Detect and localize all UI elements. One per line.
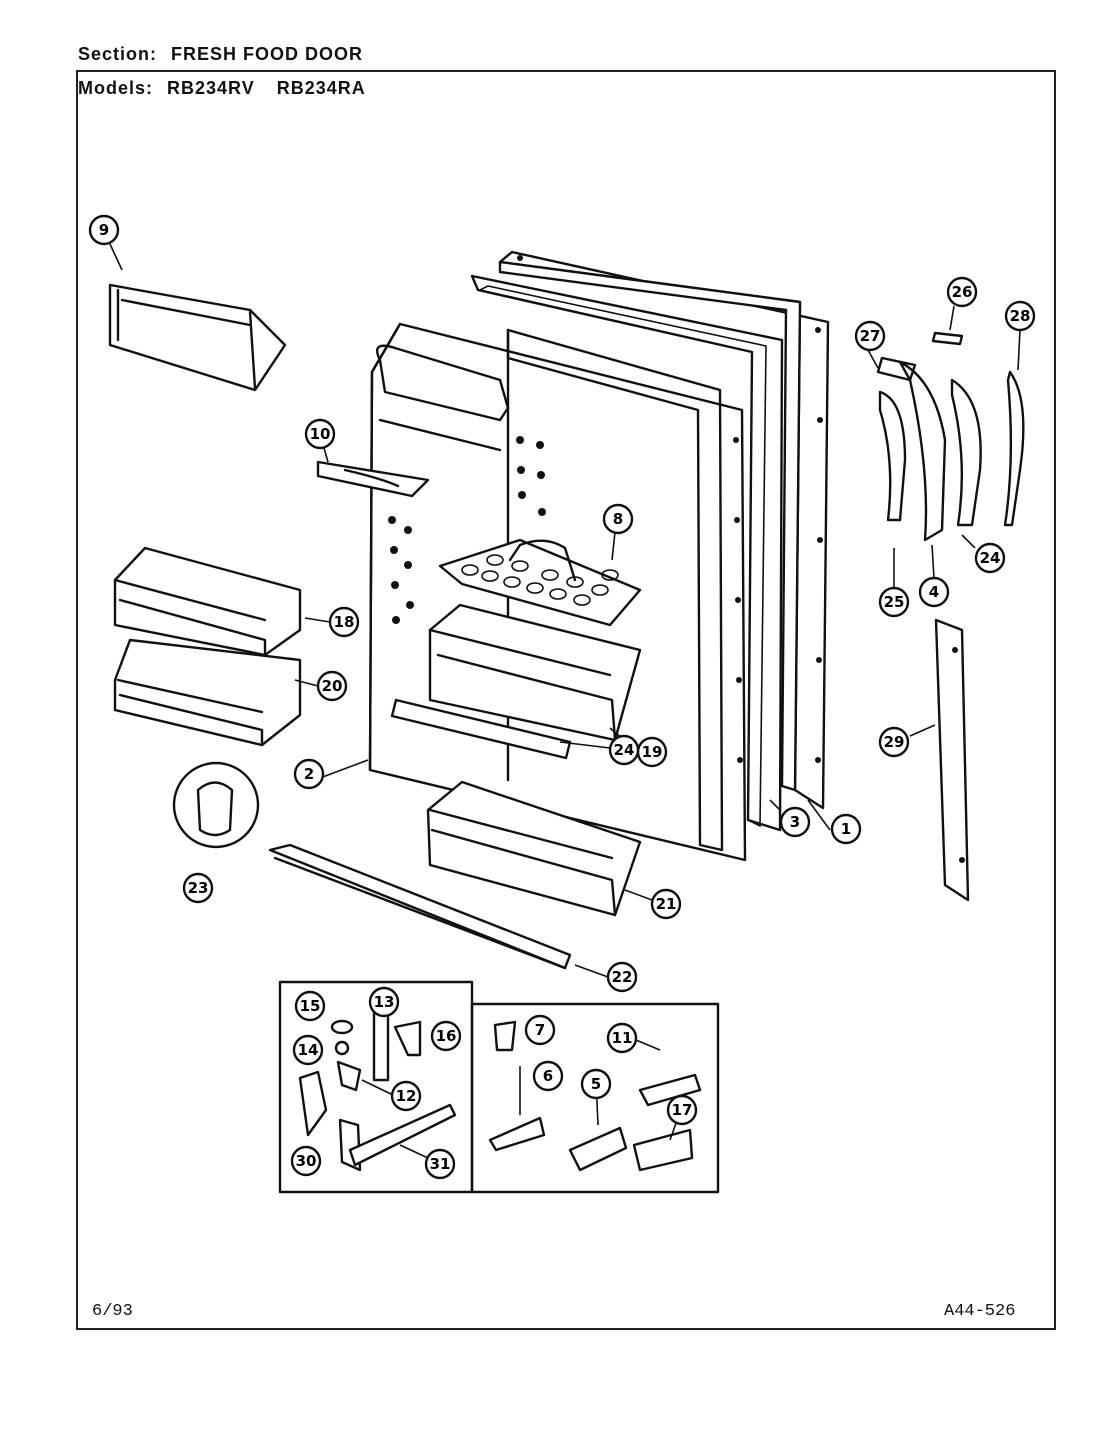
- svg-text:30: 30: [296, 1152, 317, 1170]
- callout-24-liner: 24: [608, 734, 640, 766]
- callout-30: 30: [290, 1145, 322, 1177]
- callout-22: 22: [606, 961, 638, 993]
- model-number: RB234RV: [167, 78, 255, 98]
- svg-text:14: 14: [298, 1041, 319, 1059]
- callout-10: 10: [304, 418, 336, 450]
- svg-text:31: 31: [430, 1155, 451, 1173]
- svg-text:25: 25: [884, 593, 905, 611]
- section-heading: Section: FRESH FOOD DOOR: [78, 44, 363, 65]
- revision-date: 6/93: [92, 1302, 133, 1321]
- door-shelf-20: [113, 638, 302, 747]
- callout-29: 29: [878, 726, 910, 758]
- diagram-code: A44-526: [944, 1302, 1016, 1321]
- callout-27: 27: [854, 320, 886, 352]
- hinge-parts: [876, 331, 1025, 902]
- callout-3: 3: [779, 806, 811, 838]
- svg-text:13: 13: [374, 993, 395, 1011]
- door-trim-strip: [268, 843, 572, 970]
- svg-text:18: 18: [334, 613, 355, 631]
- door-gasket: [470, 274, 784, 832]
- svg-text:1: 1: [841, 820, 851, 838]
- callout-11: 11: [606, 1022, 638, 1054]
- callout-7: 7: [524, 1014, 556, 1046]
- svg-text:24: 24: [614, 741, 635, 759]
- svg-text:28: 28: [1010, 307, 1031, 325]
- model-number: RB234RA: [276, 78, 366, 98]
- door-shelf-19: [428, 603, 642, 742]
- callout-26: 26: [946, 276, 978, 308]
- callout-9: 9: [88, 214, 120, 246]
- callout-15: 15: [294, 990, 326, 1022]
- callout-6: 6: [532, 1060, 564, 1092]
- models-heading: Models: RB234RV RB234RA: [78, 78, 388, 99]
- door-shelf-18: [113, 546, 302, 657]
- callout-4: 4: [918, 576, 950, 608]
- svg-text:23: 23: [188, 879, 209, 897]
- svg-text:5: 5: [591, 1075, 601, 1093]
- callout-13: 13: [368, 986, 400, 1018]
- svg-text:6: 6: [543, 1067, 553, 1085]
- svg-text:12: 12: [396, 1087, 417, 1105]
- callout-5: 5: [580, 1068, 612, 1100]
- hardware-detail-box: [278, 980, 720, 1194]
- callout-21: 21: [650, 888, 682, 920]
- svg-text:16: 16: [436, 1027, 457, 1045]
- svg-text:2: 2: [304, 765, 314, 783]
- section-label: Section:: [78, 44, 158, 64]
- models-label: Models:: [78, 78, 154, 98]
- callout-25: 25: [878, 586, 910, 618]
- callout-24-hinge: 24: [974, 542, 1006, 574]
- svg-text:3: 3: [790, 813, 800, 831]
- svg-text:11: 11: [612, 1029, 633, 1047]
- svg-text:29: 29: [884, 733, 905, 751]
- callout-19: 19: [636, 736, 668, 768]
- door-outer-panel: [498, 250, 830, 810]
- svg-text:17: 17: [672, 1101, 693, 1119]
- section-value: FRESH FOOD DOOR: [171, 44, 364, 64]
- callout-28: 28: [1004, 300, 1036, 332]
- diagram-frame: [76, 70, 1056, 1330]
- svg-text:7: 7: [535, 1021, 545, 1039]
- callout-20: 20: [316, 670, 348, 702]
- svg-text:24: 24: [980, 549, 1001, 567]
- svg-text:4: 4: [929, 583, 939, 601]
- svg-text:9: 9: [99, 221, 109, 239]
- callouts: 9 10 18 20 2 23 22 8 19 24 21 3 1 27 26 …: [88, 214, 1036, 1180]
- callout-17: 17: [666, 1094, 698, 1126]
- trim-end-detail: [172, 761, 260, 849]
- door-shelf-21: [426, 780, 642, 917]
- svg-text:20: 20: [322, 677, 343, 695]
- callout-1: 1: [830, 813, 862, 845]
- svg-text:27: 27: [860, 327, 881, 345]
- svg-text:19: 19: [642, 743, 663, 761]
- callout-2: 2: [293, 758, 325, 790]
- callout-16: 16: [430, 1020, 462, 1052]
- callout-14: 14: [292, 1034, 324, 1066]
- svg-text:26: 26: [952, 283, 973, 301]
- callout-23: 23: [182, 872, 214, 904]
- egg-tray: [438, 538, 642, 627]
- svg-text:21: 21: [656, 895, 677, 913]
- svg-text:15: 15: [300, 997, 321, 1015]
- svg-text:10: 10: [310, 425, 331, 443]
- callout-18: 18: [328, 606, 360, 638]
- callout-31: 31: [424, 1148, 456, 1180]
- dairy-compartment-cover: [316, 460, 430, 498]
- svg-text:22: 22: [612, 968, 633, 986]
- callout-leaders: [109, 243, 1021, 1159]
- callout-8: 8: [602, 503, 634, 535]
- svg-text:8: 8: [613, 510, 623, 528]
- dairy-door-shelf: [108, 283, 287, 392]
- callout-12: 12: [390, 1080, 422, 1112]
